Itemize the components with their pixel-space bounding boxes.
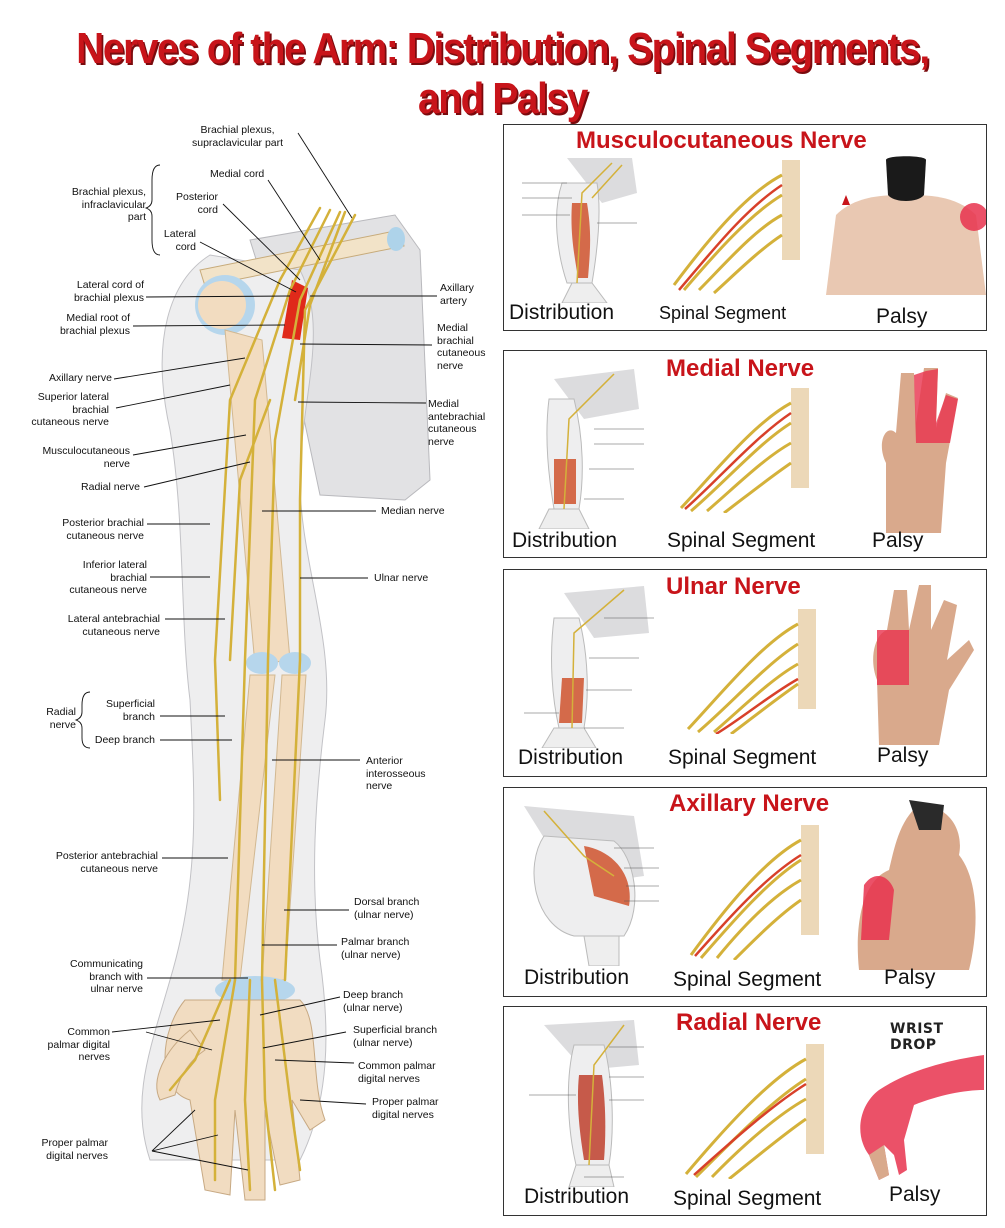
- spinal-segment-illustration: [672, 160, 800, 295]
- panel-musculocutaneous-nerve: Musculocutaneous Nerve Distribution Spin…: [503, 124, 987, 331]
- caption-distribution: Distribution: [524, 966, 630, 989]
- panel-medial-nerve: Medial Nerve Distribution Spinal Segment…: [503, 350, 987, 558]
- panel-radial-nerve: Radial Nerve WRIST DROP Distribution Spi…: [503, 1006, 987, 1216]
- label-median-nerve: Median nerve: [381, 505, 445, 517]
- caption-palsy: Palsy: [876, 305, 928, 328]
- palsy-illustration: [826, 156, 986, 295]
- caption-distribution: Distribution: [518, 746, 624, 769]
- caption-spinal-segment: Spinal Segment: [667, 529, 816, 552]
- spinal-segment-illustration: [684, 1044, 824, 1179]
- palsy-illustration: [881, 368, 958, 533]
- distribution-illustration: [524, 586, 654, 748]
- caption-spinal-segment: Spinal Segment: [673, 1187, 822, 1210]
- distribution-illustration: [529, 1020, 644, 1187]
- panel-axillary-nerve: Axillary Nerve Distribution Spinal Segme…: [503, 787, 987, 997]
- distribution-illustration: [522, 158, 637, 303]
- caption-distribution: Distribution: [524, 1185, 630, 1208]
- label-ulnar-nerve: Ulnar nerve: [374, 572, 429, 584]
- label-medial-cord: Medial cord: [210, 168, 265, 180]
- palsy-illustration: [860, 1055, 984, 1180]
- caption-spinal-segment: Spinal Segment: [659, 303, 787, 323]
- palsy-illustration: [873, 585, 974, 745]
- arm-illustration: [74, 132, 437, 1201]
- caption-distribution: Distribution: [509, 301, 615, 324]
- palsy-illustration: [857, 800, 976, 970]
- caption-distribution: Distribution: [512, 529, 618, 552]
- page-title: Nerves of the Arm: Distribution, Spinal …: [76, 24, 930, 123]
- spinal-segment-illustration: [689, 825, 819, 960]
- panel-title: Ulnar Nerve: [666, 573, 801, 600]
- panel-title: Radial Nerve: [676, 1009, 822, 1036]
- label-brachial-plexus-supraclavicular: Brachial plexus,supraclavicular part: [192, 124, 284, 149]
- panel-title: Axillary Nerve: [669, 790, 830, 817]
- label-dorsal-branch-ulnar: Dorsal branch(ulnar nerve): [354, 896, 420, 921]
- label-axillary-nerve: Axillary nerve: [48, 372, 112, 384]
- spinal-segment-illustration: [679, 388, 809, 513]
- label-superficial-branch-ulnar: Superficial branch(ulnar nerve): [353, 1024, 438, 1049]
- caption-palsy: Palsy: [877, 744, 929, 767]
- caption-palsy: Palsy: [884, 966, 936, 989]
- spinal-segment-illustration: [686, 609, 816, 734]
- caption-palsy: Palsy: [872, 529, 924, 552]
- panel-title: Musculocutaneous Nerve: [576, 127, 867, 154]
- caption-spinal-segment: Spinal Segment: [673, 968, 822, 991]
- wrist-drop-badge: WRIST DROP: [890, 1021, 944, 1053]
- label-deep-branch: Deep branch: [94, 734, 155, 746]
- distribution-illustration: [524, 806, 659, 966]
- distribution-illustration: [538, 369, 644, 529]
- panel-title: Medial Nerve: [666, 355, 815, 382]
- label-radial-nerve: Radial nerve: [81, 481, 140, 493]
- label-deep-branch-ulnar: Deep branch(ulnar nerve): [343, 989, 404, 1014]
- label-palmar-branch-ulnar: Palmar branch(ulnar nerve): [341, 936, 410, 961]
- caption-palsy: Palsy: [889, 1183, 941, 1206]
- panel-ulnar-nerve: Ulnar Nerve Distribution Spinal Segment …: [503, 569, 987, 777]
- caption-spinal-segment: Spinal Segment: [668, 746, 817, 769]
- arm-nerve-anatomy-figure: Brachial plexus,supraclavicular part Med…: [0, 100, 500, 1228]
